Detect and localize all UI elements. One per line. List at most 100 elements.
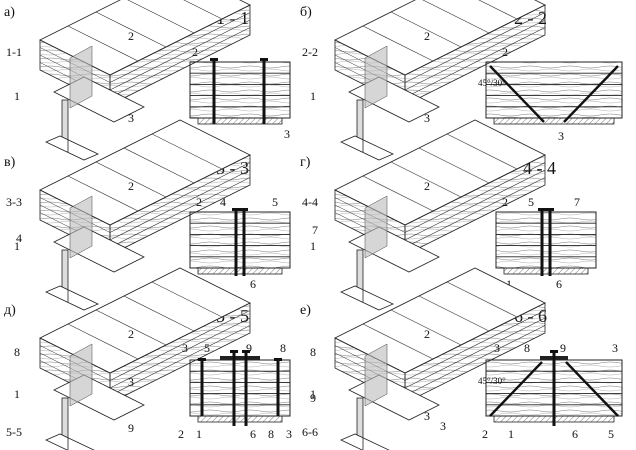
section-cut-plane — [364, 195, 388, 259]
section-wood-block — [495, 211, 597, 269]
deck-board-joint — [422, 0, 490, 34]
beam-bottom-flange — [340, 433, 390, 450]
iso-callout: 2 — [424, 327, 430, 341]
deck-layer-line — [109, 12, 251, 83]
panel-letter: а) — [4, 5, 15, 20]
deck-board-joint — [390, 161, 462, 198]
panel-a: а)1 - 1211-13213 — [4, 0, 291, 161]
iso-cut-label: 5-5 — [6, 425, 22, 439]
section-callout: 2 — [196, 195, 202, 209]
iso-callout: 3 — [424, 409, 430, 423]
iso-callout: 7 — [312, 223, 318, 237]
beam-web — [61, 397, 69, 439]
deck-board-joint — [418, 295, 490, 332]
deck-board-joint — [183, 0, 223, 20]
iso-callout: 2 — [424, 179, 430, 193]
deck-board-joint — [95, 161, 167, 198]
deck-board-joint — [95, 11, 167, 48]
iso-callout: 9 — [128, 421, 134, 435]
fastener-head — [242, 350, 250, 353]
fastener-head — [546, 208, 554, 211]
section-callout: 3 — [284, 127, 290, 141]
fastener-head — [274, 358, 282, 361]
section-callout: 8 — [280, 341, 286, 355]
deck-layer-line — [109, 169, 251, 241]
iso-callout: 2 — [128, 29, 134, 43]
section-wood-block — [189, 61, 291, 119]
fastener-head — [198, 358, 206, 361]
deck-board-joint — [123, 147, 195, 184]
section-callout: 8 — [268, 427, 274, 441]
fastener-head — [260, 58, 268, 61]
iso-callout: 1 — [310, 387, 316, 401]
deck-layer-line — [109, 177, 251, 248]
section-callout: 1 — [506, 277, 512, 291]
deck-layer-line — [404, 19, 546, 91]
section-steel-flange — [197, 117, 283, 125]
section-wood-block — [189, 359, 291, 417]
deck-board-joint — [127, 0, 195, 34]
deck-board-joint — [362, 25, 434, 62]
iso-callout: 1 — [14, 387, 20, 401]
deck-board-joint — [362, 175, 434, 212]
section-callout: 3 — [286, 427, 292, 441]
section-callout: 3 — [182, 341, 188, 355]
section-callout: 2 — [192, 45, 198, 59]
section-callout: 5 — [608, 427, 614, 441]
beam-web — [61, 99, 69, 141]
beam-bottom-flange — [340, 285, 394, 311]
section-callout: 2 — [502, 45, 508, 59]
beam-web — [356, 397, 364, 439]
deck-layer-line — [404, 27, 546, 98]
section-steel-flange — [197, 415, 283, 423]
section-callout: 9 — [560, 341, 566, 355]
section-wood-block — [189, 211, 291, 269]
deck-board-joint — [151, 281, 223, 318]
section-cut-plane — [364, 45, 388, 109]
section-callout: 3 — [558, 129, 564, 143]
panel-v: в)3 - 3213-3424516 — [4, 119, 291, 311]
section-steel-flange — [493, 117, 615, 125]
deck-layer-line — [109, 317, 251, 389]
beam-bottom-flange — [45, 285, 99, 311]
iso-callout: 1 — [14, 89, 20, 103]
iso-callout: 1 — [310, 89, 316, 103]
deck-board-joint — [123, 295, 195, 332]
section-callout: 4 — [220, 195, 226, 209]
section-inclined-fastener — [489, 361, 543, 417]
deck-board-joint — [446, 281, 518, 318]
section-inclined-fastener — [563, 65, 619, 123]
section-cut-plane — [69, 195, 93, 259]
fastener-head — [210, 58, 218, 61]
panel-letter: б) — [300, 5, 312, 20]
steel-plate — [220, 356, 260, 360]
panel-letter: е) — [300, 303, 311, 318]
section-callout: 6 — [556, 277, 562, 291]
section-callout: 1 — [196, 427, 202, 441]
beam-web — [61, 249, 69, 291]
deck-board-joint — [67, 175, 139, 212]
deck-layer-line — [109, 310, 251, 381]
deck-layer-line — [109, 162, 251, 233]
section-callout: 2 — [502, 195, 508, 209]
deck-board-joint — [446, 133, 518, 170]
section-inclined-fastener — [565, 361, 619, 417]
beam-bottom-flange — [340, 135, 394, 161]
section-inclined-fastener — [489, 65, 545, 123]
deck-board-joint — [67, 323, 139, 360]
panel-letter: д) — [4, 303, 16, 318]
panel-b: б)2 - 2212-2321345°/30° — [300, 0, 623, 161]
beam-bottom-flange — [45, 433, 95, 450]
deck-layer-line — [109, 27, 251, 98]
section-steel-flange — [503, 267, 589, 275]
section-callout: 5 — [272, 195, 278, 209]
deck-board-joint — [67, 25, 139, 62]
fastener-head — [240, 208, 248, 211]
deck-board-joint — [95, 309, 167, 346]
iso-callout: 3 — [424, 111, 430, 125]
deck-layer-line — [404, 325, 546, 396]
deck-board-joint — [418, 147, 490, 184]
